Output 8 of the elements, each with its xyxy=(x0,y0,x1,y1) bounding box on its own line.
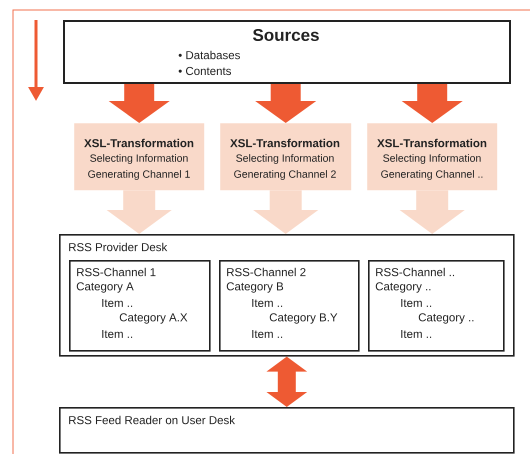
transformation-box: XSL-Transformation Selecting Information Generating Channel 1 xyxy=(74,123,204,190)
desk-box: RSS Feed Reader on User Desk xyxy=(59,407,515,454)
transformation-box: XSL-Transformation Selecting Information Generating Channel 2 xyxy=(220,123,352,190)
channel-box: RSS-Channel .. Category .. Item .. Category .. Item .. xyxy=(368,260,505,352)
channel-box: RSS-Channel 1 Category A Item .. Category A.X Item .. xyxy=(69,260,211,352)
transformation-box: XSL-Transformation Selecting Information Generating Channel .. xyxy=(367,123,498,190)
source-box: Sources • Databases • Contents xyxy=(63,20,511,84)
channel-box: RSS-Channel 2 Category B Item .. Category B.Y Item .. xyxy=(219,260,360,352)
